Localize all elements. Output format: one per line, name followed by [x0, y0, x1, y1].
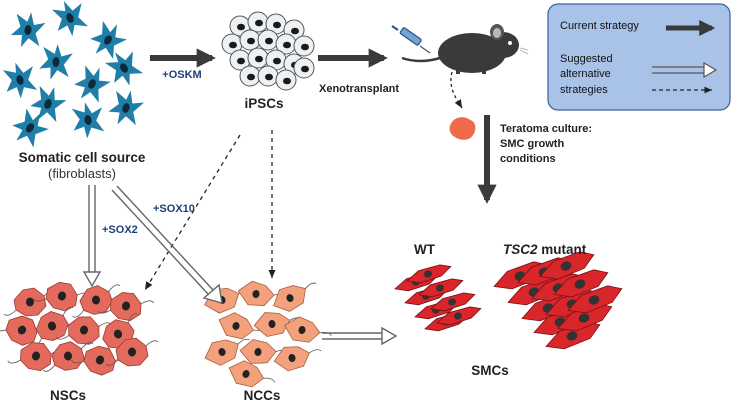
oskm-label: +OSKM	[162, 69, 201, 81]
fibroblast-cell	[10, 12, 46, 48]
nsc-cells-group	[0, 281, 159, 376]
tsc2-gene-name: TSC2	[503, 242, 538, 257]
somatic-title: Somatic cell source	[19, 150, 146, 165]
fibroblast-cell	[52, 1, 88, 37]
teratoma-icon	[449, 117, 476, 140]
ncc-cell	[204, 338, 250, 366]
nsc-cell	[3, 287, 57, 317]
fibroblast-cells-group	[2, 1, 145, 148]
ncc-cell	[218, 312, 266, 340]
legend-box: Current strategy Suggested alternative s…	[547, 3, 731, 111]
ipsc-cell	[257, 65, 279, 87]
ipsc-cells-group	[221, 11, 315, 91]
fibroblast-cell	[12, 108, 49, 148]
smc-wt-cells-group	[394, 264, 482, 332]
smc-wt-cell	[418, 278, 464, 298]
ncc-cell	[284, 316, 332, 343]
fibroblast-cell	[108, 90, 145, 126]
nsc-cell	[33, 281, 91, 312]
somatic-subtitle: (fibroblasts)	[48, 166, 116, 181]
teratoma-line2: SMC growth	[500, 138, 564, 150]
wt-label: WT	[414, 242, 436, 257]
ipsc-cell	[293, 35, 315, 57]
fibroblast-cell	[30, 86, 67, 122]
fibroblast-cell	[90, 20, 127, 60]
nsc-cell	[70, 345, 129, 376]
fibroblast-cell	[71, 102, 105, 139]
sox2-label: +SOX2	[102, 224, 138, 236]
sox10-label: +SOX10	[153, 203, 195, 215]
smc-tsc2-cell	[567, 285, 623, 314]
tsc2-mutant-text: mutant	[538, 242, 587, 257]
teratoma-line1: Teratoma culture:	[500, 123, 592, 135]
ipsc-cell	[265, 49, 287, 71]
ipsc-cell	[247, 47, 269, 69]
ipsc-cell	[293, 57, 315, 79]
ncc-cell	[228, 360, 276, 388]
arrow-mouse-to-teratoma	[450, 71, 463, 109]
nsc-cell	[105, 337, 159, 367]
legend-current-label: Current strategy	[560, 20, 639, 32]
ncc-cell	[237, 280, 287, 306]
xenotransplant-label: Xenotransplant	[319, 83, 399, 95]
fibroblast-cell	[39, 44, 73, 80]
nsc-cell	[97, 292, 155, 322]
nscs-label: NSCs	[50, 388, 86, 403]
legend-suggested-line1: Suggested	[560, 53, 613, 65]
mouse-icon	[401, 24, 529, 74]
arrow-fibroblast-to-ncc	[111, 185, 223, 304]
smc-tsc2-cell	[545, 321, 601, 350]
ncc-cell	[273, 346, 322, 372]
arrow-ipsc-to-nsc-dashed	[144, 134, 241, 291]
smcs-label: SMCs	[471, 363, 509, 378]
ncc-cell	[253, 312, 302, 337]
smc-wt-cell	[430, 292, 476, 312]
ncc-cells-group	[204, 280, 332, 388]
smc-wt-cell	[436, 306, 482, 326]
ipsc-cell	[265, 13, 287, 35]
fibroblast-cell	[104, 51, 144, 86]
smc-wt-cell	[406, 264, 452, 284]
ipscs-label: iPSCs	[244, 96, 283, 111]
nccs-label: NCCs	[244, 388, 281, 403]
fibroblast-cell	[74, 65, 111, 103]
ipsc-cell	[239, 29, 261, 51]
ipsc-cell	[275, 69, 297, 91]
legend-hollow-arrow	[652, 61, 718, 79]
ipsc-cell	[247, 11, 269, 33]
legend-suggested-line3: strategies	[560, 84, 608, 96]
smc-tsc2-cells-group	[493, 251, 623, 350]
smc-tsc2-cell	[557, 303, 613, 332]
nsc-cell	[72, 284, 121, 318]
ipsc-cell	[239, 65, 261, 87]
teratoma-line3: conditions	[500, 153, 556, 165]
arrow-fibroblast-to-nsc	[82, 185, 102, 288]
nsc-cell	[7, 342, 65, 372]
syringe-icon	[391, 25, 431, 54]
ncc-cell	[273, 282, 317, 312]
arrow-ncc-to-smc	[322, 326, 398, 346]
nsc-cell	[55, 316, 112, 345]
ipsc-cell	[257, 29, 279, 51]
fibroblast-cell	[2, 62, 38, 99]
smc-tsc2-cell	[553, 269, 609, 298]
tsc2-mutant-label: TSC2 mutant	[503, 242, 587, 257]
smc-tsc2-cell	[539, 251, 595, 280]
legend-suggested-line2: alternative	[560, 68, 611, 80]
